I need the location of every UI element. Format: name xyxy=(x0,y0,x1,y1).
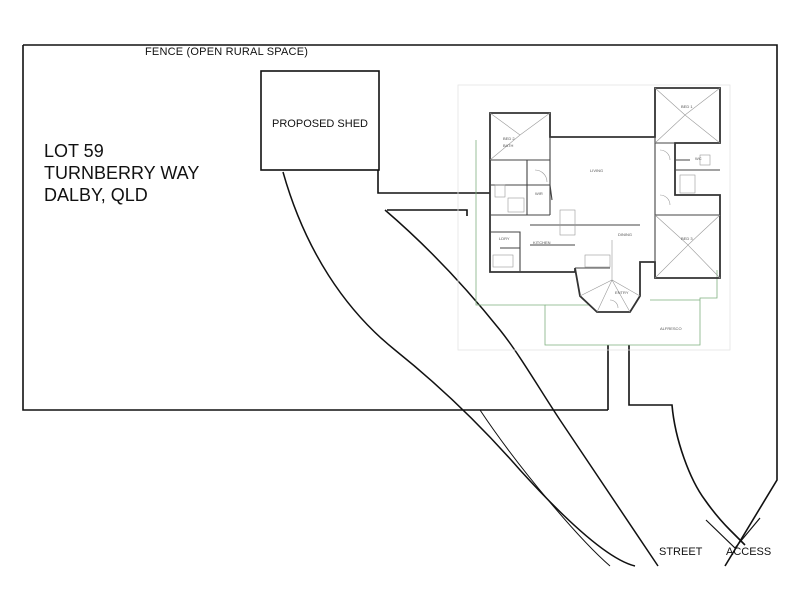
room-wir: WIR xyxy=(535,191,543,196)
slab-outline xyxy=(457,84,731,351)
room-alfresco: ALFRESCO xyxy=(660,326,682,331)
front-driveway xyxy=(607,345,746,546)
room-wc: WC xyxy=(695,156,702,161)
lot-number: LOT 59 xyxy=(44,141,104,161)
room-entry: ENTRY xyxy=(615,290,629,295)
room-bed2: BED 2 xyxy=(503,136,515,141)
driveway-inner-line xyxy=(479,409,611,567)
fence-label: FENCE (OPEN RURAL SPACE) xyxy=(145,46,309,58)
interior-walls xyxy=(490,137,720,272)
room-living: LIVING xyxy=(590,168,603,173)
front-driveway-return xyxy=(705,517,761,549)
room-bath: BATH xyxy=(503,143,513,148)
shed-connector-path xyxy=(377,170,490,216)
driveway-right-edge xyxy=(384,209,659,567)
street-label: STREET xyxy=(659,546,703,558)
room-bed3: BED 3 xyxy=(681,236,693,241)
room-labels: BED 2 BATH LIVING BED 1 WC BED 3 LDRY WI… xyxy=(499,104,702,331)
shed-label: PROPOSED SHED xyxy=(272,118,368,130)
lot-town: DALBY, QLD xyxy=(44,185,148,205)
room-kitchen: KITCHEN xyxy=(533,240,551,245)
property-boundary xyxy=(22,44,778,567)
lot-street: TURNBERRY WAY xyxy=(44,163,200,183)
fixtures xyxy=(489,87,721,313)
room-bed1: BED 1 xyxy=(681,104,693,109)
house-outline xyxy=(489,87,721,313)
driveway-left-edge xyxy=(282,171,636,567)
proposed-shed xyxy=(260,70,380,171)
access-label: ACCESS xyxy=(726,546,772,558)
room-dining: DINING xyxy=(618,232,632,237)
room-laundry: LDRY xyxy=(499,236,510,241)
